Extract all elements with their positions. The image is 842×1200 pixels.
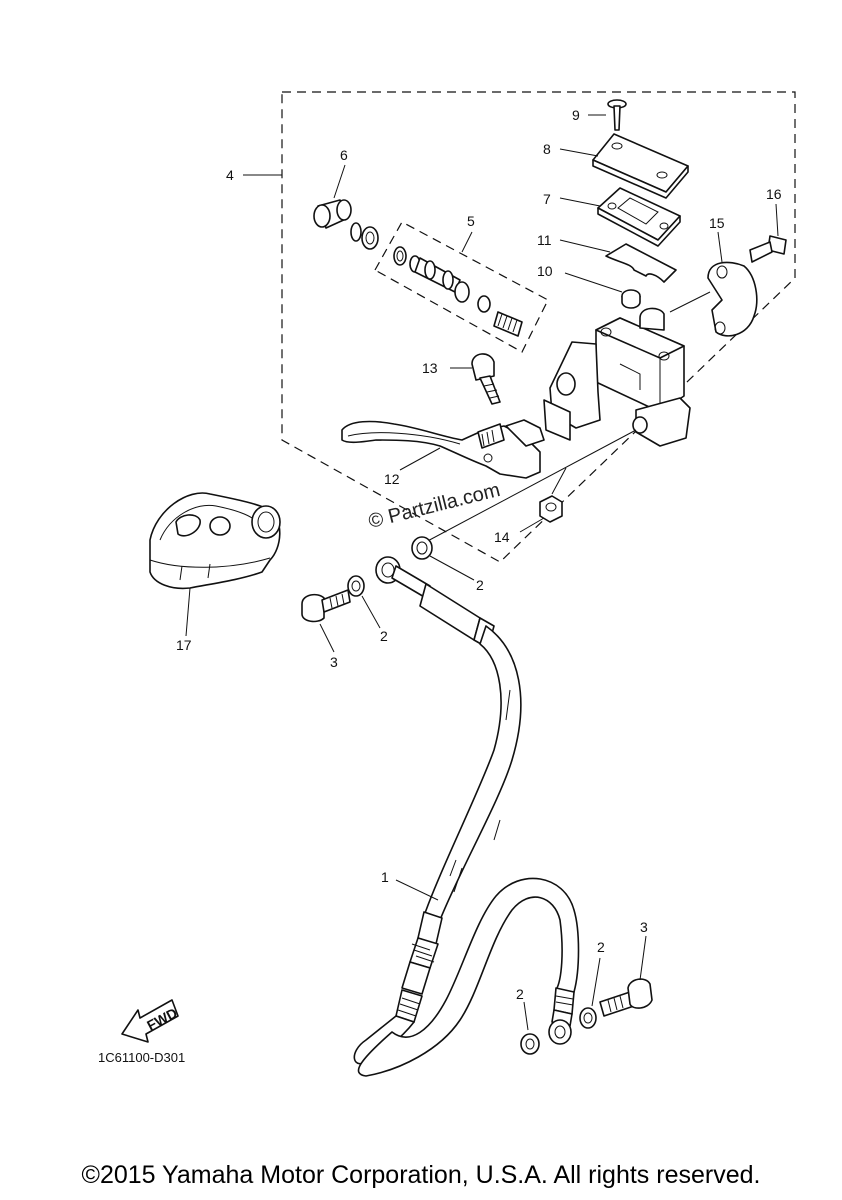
callout-2b: 2 — [380, 628, 388, 644]
leader-16 — [775, 203, 779, 237]
leader-2a — [429, 555, 475, 581]
leader-2d — [591, 957, 601, 1007]
callout-2c: 2 — [516, 986, 524, 1002]
callout-3b: 3 — [640, 919, 648, 935]
leader-2b — [361, 595, 381, 629]
part-3-bolt-top — [301, 589, 351, 623]
callout-2a: 2 — [476, 577, 484, 593]
part-6-boot — [313, 199, 379, 250]
callout-12: 12 — [384, 471, 400, 487]
leader-15 — [717, 231, 723, 263]
part-2-washers-bottom — [520, 1007, 597, 1055]
leader-3a — [319, 623, 335, 653]
part-15-holder — [707, 261, 758, 337]
watermark: © Partzilla.com — [366, 479, 502, 533]
callout-8: 8 — [543, 141, 551, 157]
part-7-diaphragm-plate — [597, 187, 681, 247]
fwd-arrow-icon: FWD — [121, 999, 180, 1043]
callout-7: 7 — [543, 191, 551, 207]
guide-line — [421, 429, 637, 545]
callout-15: 15 — [709, 215, 725, 231]
copyright-notice: ©2015 Yamaha Motor Corporation, U.S.A. A… — [81, 1161, 761, 1189]
part-5-piston-kit — [393, 246, 523, 337]
leader-14-up — [551, 467, 567, 495]
part-12-lever — [341, 419, 545, 479]
callout-10: 10 — [537, 263, 553, 279]
part-10-float — [621, 289, 641, 309]
part-16-bolt — [749, 235, 787, 263]
subassembly-5-boundary — [374, 221, 549, 353]
callout-6: 6 — [340, 147, 348, 163]
part-14-nut — [539, 495, 563, 523]
part-2-washers-top — [347, 536, 433, 597]
part-17-cover — [149, 492, 281, 590]
leader-10 — [564, 272, 623, 293]
callout-4: 4 — [226, 167, 234, 183]
master-cylinder-body — [543, 307, 691, 447]
diagram-code: 1C61100-D301 — [98, 1050, 185, 1065]
leader-2c — [523, 1001, 529, 1031]
leader-17 — [185, 587, 191, 637]
callout-13: 13 — [422, 360, 438, 376]
callout-11: 11 — [537, 232, 552, 248]
part-1-brake-hose — [353, 556, 580, 1077]
part-13-pivot-bolt — [471, 353, 501, 405]
leader-14 — [519, 517, 545, 533]
callout-14: 14 — [494, 529, 510, 545]
leader-1 — [395, 879, 439, 901]
part-11-gasket — [605, 243, 677, 283]
leader-6 — [333, 164, 346, 199]
leader-7 — [559, 197, 601, 207]
leader-body-right — [669, 291, 711, 313]
callout-9: 9 — [572, 107, 580, 123]
part-3-bolt-bottom — [599, 978, 653, 1017]
leader-3b — [639, 935, 647, 981]
leader-5 — [461, 231, 473, 253]
leader-12 — [399, 447, 441, 471]
callout-5: 5 — [467, 213, 475, 229]
part-9-screw — [607, 99, 627, 131]
callout-1: 1 — [381, 869, 389, 885]
leader-11 — [559, 239, 611, 253]
callout-3a: 3 — [330, 654, 338, 670]
callout-17: 17 — [176, 637, 192, 653]
leader-8 — [559, 148, 599, 157]
callout-16: 16 — [766, 186, 782, 202]
callout-2d: 2 — [597, 939, 605, 955]
part-8-reservoir-cap — [592, 133, 689, 199]
